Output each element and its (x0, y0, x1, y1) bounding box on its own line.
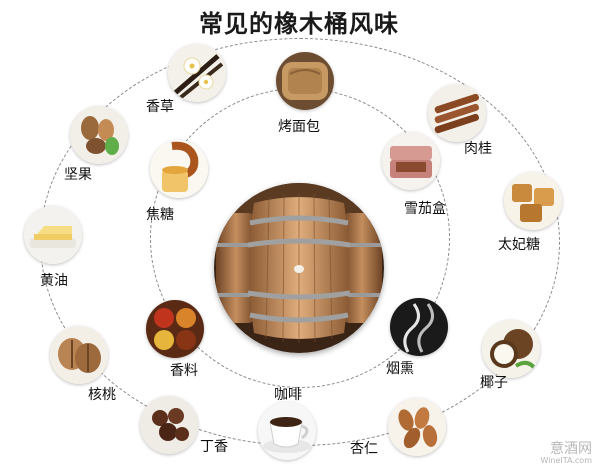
flavor-nuts-label: 坚果 (64, 167, 92, 183)
flavor-spice: 香料 (146, 300, 212, 379)
flavor-toast-label: 烤面包 (278, 119, 320, 135)
clove-icon (140, 396, 198, 454)
cinnamon-icon (428, 84, 486, 142)
page-title: 常见的橡木桶风味 (199, 10, 399, 38)
barrel-center-image (214, 183, 384, 353)
flavor-spice-label: 香料 (170, 363, 198, 379)
flavor-cinnamon-label: 肉桂 (464, 141, 492, 157)
flavor-smoke-label: 烟熏 (386, 361, 414, 377)
watermark: 意酒网 WineITA.com (540, 442, 592, 465)
flavor-almond: 杏仁 (350, 398, 454, 464)
smoke-icon (390, 298, 448, 356)
flavor-walnut: 核桃 (50, 326, 116, 403)
almond-icon (388, 398, 446, 456)
flavor-coconut: 椰子 (480, 320, 548, 391)
caramel-icon (150, 140, 208, 198)
flavor-cigar-box-label: 雪茄盒 (404, 201, 446, 217)
vanilla-icon (168, 44, 226, 102)
flavor-coffee-label: 咖啡 (274, 387, 302, 403)
flavor-caramel: 焦糖 (146, 140, 216, 223)
flavor-smoke: 烟熏 (386, 298, 456, 377)
flavor-coconut-label: 椰子 (480, 375, 508, 391)
flavor-toffee-label: 太妃糖 (498, 237, 540, 253)
flavor-toast: 烤面包 (276, 52, 342, 135)
flavor-nuts: 坚果 (64, 106, 136, 183)
flavor-clove: 丁香 (140, 396, 228, 462)
flavor-vanilla: 香草 (146, 44, 234, 115)
flavor-cinnamon: 肉桂 (428, 84, 494, 157)
flavor-almond-label: 杏仁 (350, 441, 378, 457)
flavor-vanilla-label: 香草 (146, 99, 174, 115)
watermark-en: WineITA.com (540, 455, 592, 465)
flavor-coffee: 咖啡 (258, 387, 324, 468)
flavor-caramel-label: 焦糖 (146, 207, 174, 223)
coconut-icon (482, 320, 540, 378)
walnut-icon (50, 326, 108, 384)
butter-icon (24, 206, 82, 264)
coffee-cup-icon (258, 402, 316, 460)
flavor-butter-label: 黄油 (40, 273, 68, 289)
flavor-butter: 黄油 (24, 206, 90, 289)
watermark-cn: 意酒网 (550, 440, 592, 457)
mixed-nuts-icon (70, 106, 128, 164)
flavor-clove-label: 丁香 (200, 439, 228, 455)
toast-bread-icon (276, 52, 334, 110)
flavor-toffee: 太妃糖 (498, 172, 570, 253)
flavor-walnut-label: 核桃 (88, 387, 116, 403)
cigar-box-icon (382, 132, 440, 190)
flavor-cigar-box: 雪茄盒 (382, 132, 448, 217)
spices-icon (146, 300, 204, 358)
toffee-icon (504, 172, 562, 230)
